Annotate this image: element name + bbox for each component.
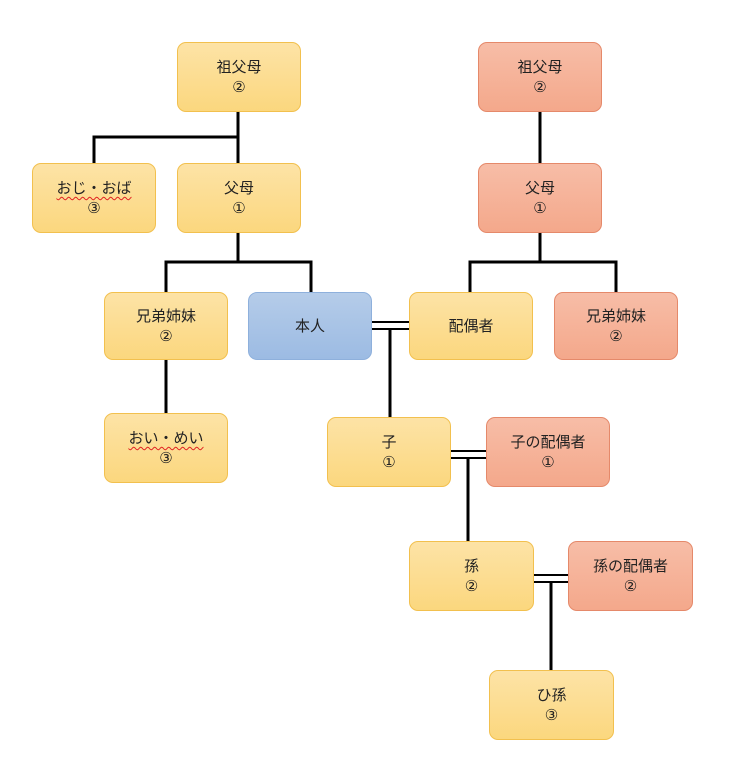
node-degree: ② bbox=[232, 78, 246, 96]
node-spouse: 配偶者 bbox=[409, 292, 533, 360]
node-name: 孫 bbox=[463, 557, 479, 575]
node-name: 父母 bbox=[223, 179, 254, 197]
node-degree: ③ bbox=[159, 449, 173, 467]
line-marriage-self-spouse bbox=[372, 321, 409, 330]
node-child-spouse: 子の配偶者 ① bbox=[486, 417, 610, 487]
node-degree: ③ bbox=[87, 199, 101, 217]
node-degree: ② bbox=[609, 327, 623, 345]
node-name: 兄弟姉妹 bbox=[135, 307, 196, 325]
line-parent-left-branch bbox=[164, 233, 313, 292]
node-name: 子 bbox=[381, 433, 397, 451]
node-degree: ① bbox=[541, 453, 555, 471]
node-degree: ③ bbox=[544, 706, 559, 724]
node-self: 本人 bbox=[248, 292, 372, 360]
node-name: 配偶者 bbox=[448, 317, 494, 335]
node-degree: ② bbox=[533, 78, 547, 96]
node-grandparents-left: 祖父母 ② bbox=[177, 42, 301, 112]
node-uncle-aunt: おじ・おば ③ bbox=[32, 163, 156, 233]
node-degree: ① bbox=[382, 453, 396, 471]
node-siblings-right: 兄弟姉妹 ② bbox=[554, 292, 678, 360]
node-name: ひ孫 bbox=[536, 686, 567, 704]
node-grandchild: 孫 ② bbox=[409, 541, 534, 611]
line-gp-left-branch bbox=[92, 111, 240, 163]
node-grandparents-right: 祖父母 ② bbox=[478, 42, 602, 112]
node-name: 祖父母 bbox=[216, 58, 262, 76]
node-great-grandchild: ひ孫 ③ bbox=[489, 670, 614, 740]
node-name: 子の配偶者 bbox=[510, 433, 586, 451]
node-name: 孫の配偶者 bbox=[592, 557, 668, 575]
node-degree: ① bbox=[533, 199, 547, 217]
node-name: 祖父母 bbox=[517, 58, 563, 76]
node-siblings-left: 兄弟姉妹 ② bbox=[104, 292, 228, 360]
node-nephew-niece: おい・めい ③ bbox=[104, 413, 228, 483]
line-marriage-grandchild bbox=[534, 574, 568, 583]
node-degree: ② bbox=[159, 327, 173, 345]
node-degree: ① bbox=[232, 199, 246, 217]
line-parent-right-branch bbox=[468, 233, 618, 292]
node-name: おじ・おば bbox=[56, 179, 132, 197]
line-marriage-child bbox=[451, 450, 486, 459]
node-name: 本人 bbox=[294, 317, 325, 335]
node-degree: ② bbox=[464, 577, 479, 595]
node-parents-right: 父母 ① bbox=[478, 163, 602, 233]
node-name: 兄弟姉妹 bbox=[585, 307, 646, 325]
node-child: 子 ① bbox=[327, 417, 451, 487]
node-name: 父母 bbox=[524, 179, 555, 197]
node-grandchild-spouse: 孫の配偶者 ② bbox=[568, 541, 693, 611]
node-parents-left: 父母 ① bbox=[177, 163, 301, 233]
node-degree: ② bbox=[623, 577, 638, 595]
node-name: おい・めい bbox=[128, 429, 204, 447]
